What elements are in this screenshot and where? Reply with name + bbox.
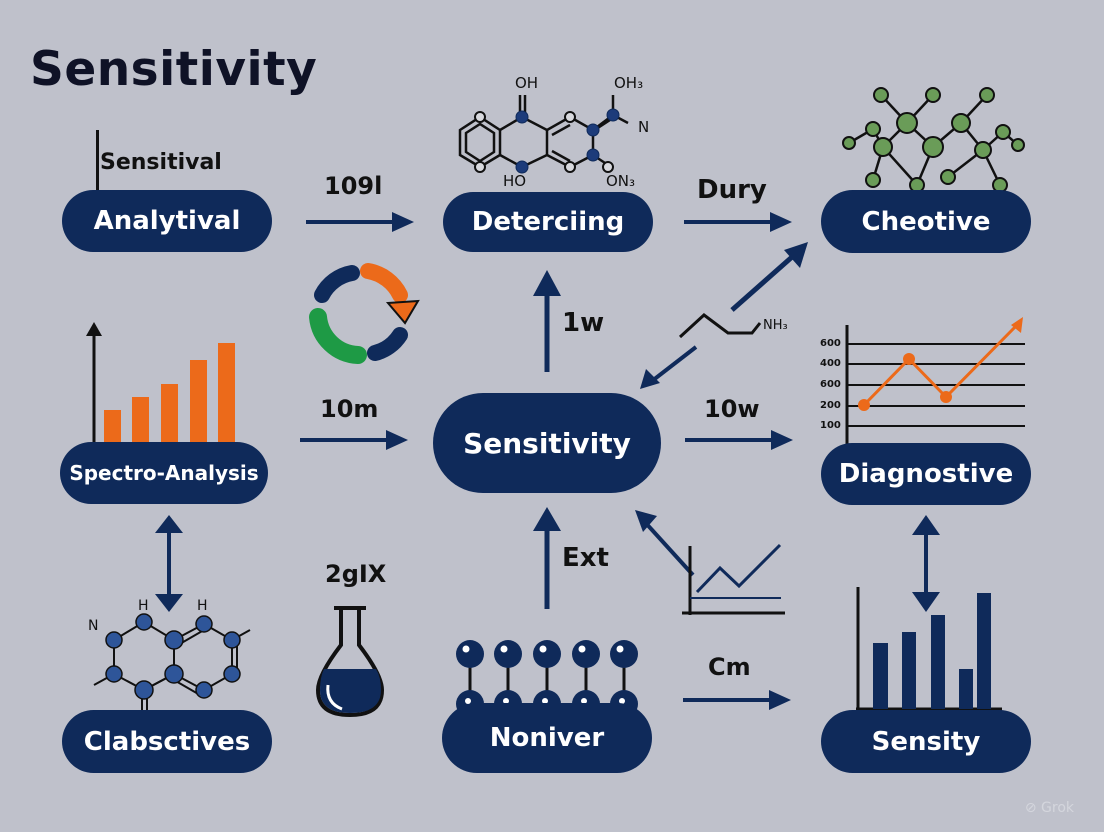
node-analytival[interactable]: Analytival [62,190,272,252]
flask-icon [315,606,385,718]
caption-bar-icon [96,130,99,190]
arrow-up-icon [533,270,561,372]
molecule-label-ho: HO [503,172,527,190]
node-noniver[interactable]: Noniver [442,703,652,773]
lollipop-array-icon [456,640,638,718]
line-chart [845,317,1025,445]
double-arrow-vertical-icon [912,515,940,612]
edge-label-ext: Ext [562,543,609,573]
page-title: Sensitivity [30,42,318,97]
molecule-label-oh: OH [515,74,539,92]
molecule-label-on3: ON₃ [606,172,636,190]
navy-bar-chart [856,587,1002,711]
edge-label-cm: Cm [708,653,751,681]
arrow-right-icon [306,212,414,232]
line-chart-ytick: 600 [820,338,841,349]
line-chart-ytick: 100 [820,420,841,431]
molecule-label-n: N [638,118,650,136]
mini-trend-chart [635,510,785,615]
edge-label-10m: 10m [320,395,379,423]
amine-label: NH₃ [763,318,788,333]
node-sensity[interactable]: Sensity [821,710,1031,773]
molecule-label-n: N [88,618,99,634]
edge-label-1w: 1w [562,308,605,338]
line-chart-ytick: 600 [820,379,841,390]
edge-label-10w: 10w [704,395,760,423]
line-chart-ytick: 200 [820,400,841,411]
node-spectro-analysis[interactable]: Spectro-Analysis [60,442,268,504]
grok-logo-icon: ⊘ [1024,800,1037,816]
arrow-right-icon [683,690,791,710]
node-clabsctives[interactable]: Clabsctives [62,710,272,773]
arrow-right-icon [300,430,408,450]
molecule-label-h: H [138,598,149,614]
arrow-right-icon [685,430,793,450]
molecule-label-oh3: OH₃ [614,74,644,92]
node-deterciing[interactable]: Deterciing [443,192,653,252]
molecule-ring-icon [93,613,251,710]
watermark: ⊘ Grok [1025,800,1074,816]
diagonal-arrow-up-icon [730,242,808,312]
amine-chain-icon [678,313,762,339]
watermark-text: Grok [1041,800,1074,816]
molecule-structure-icon [458,95,629,174]
double-arrow-vertical-icon [155,515,183,612]
orange-bar-chart [86,322,235,444]
node-sensitivity[interactable]: Sensitivity [433,393,661,493]
node-diagnostive[interactable]: Diagnostive [821,443,1031,505]
molecule-label-h: H [197,598,208,614]
edge-label-109l: 109l [324,172,383,200]
cycle-arrows-icon [309,263,420,364]
edge-label-dury: Dury [697,175,767,205]
diagonal-arrow-down-icon [640,345,698,389]
arrow-right-icon [684,212,792,232]
line-chart-ytick: 400 [820,358,841,369]
green-molecule-icon [842,87,1025,193]
flask-label: 2gIX [325,560,387,588]
arrow-up-icon [533,507,561,609]
analytival-caption: Sensitival [100,150,222,175]
node-cheotive[interactable]: Cheotive [821,190,1031,253]
